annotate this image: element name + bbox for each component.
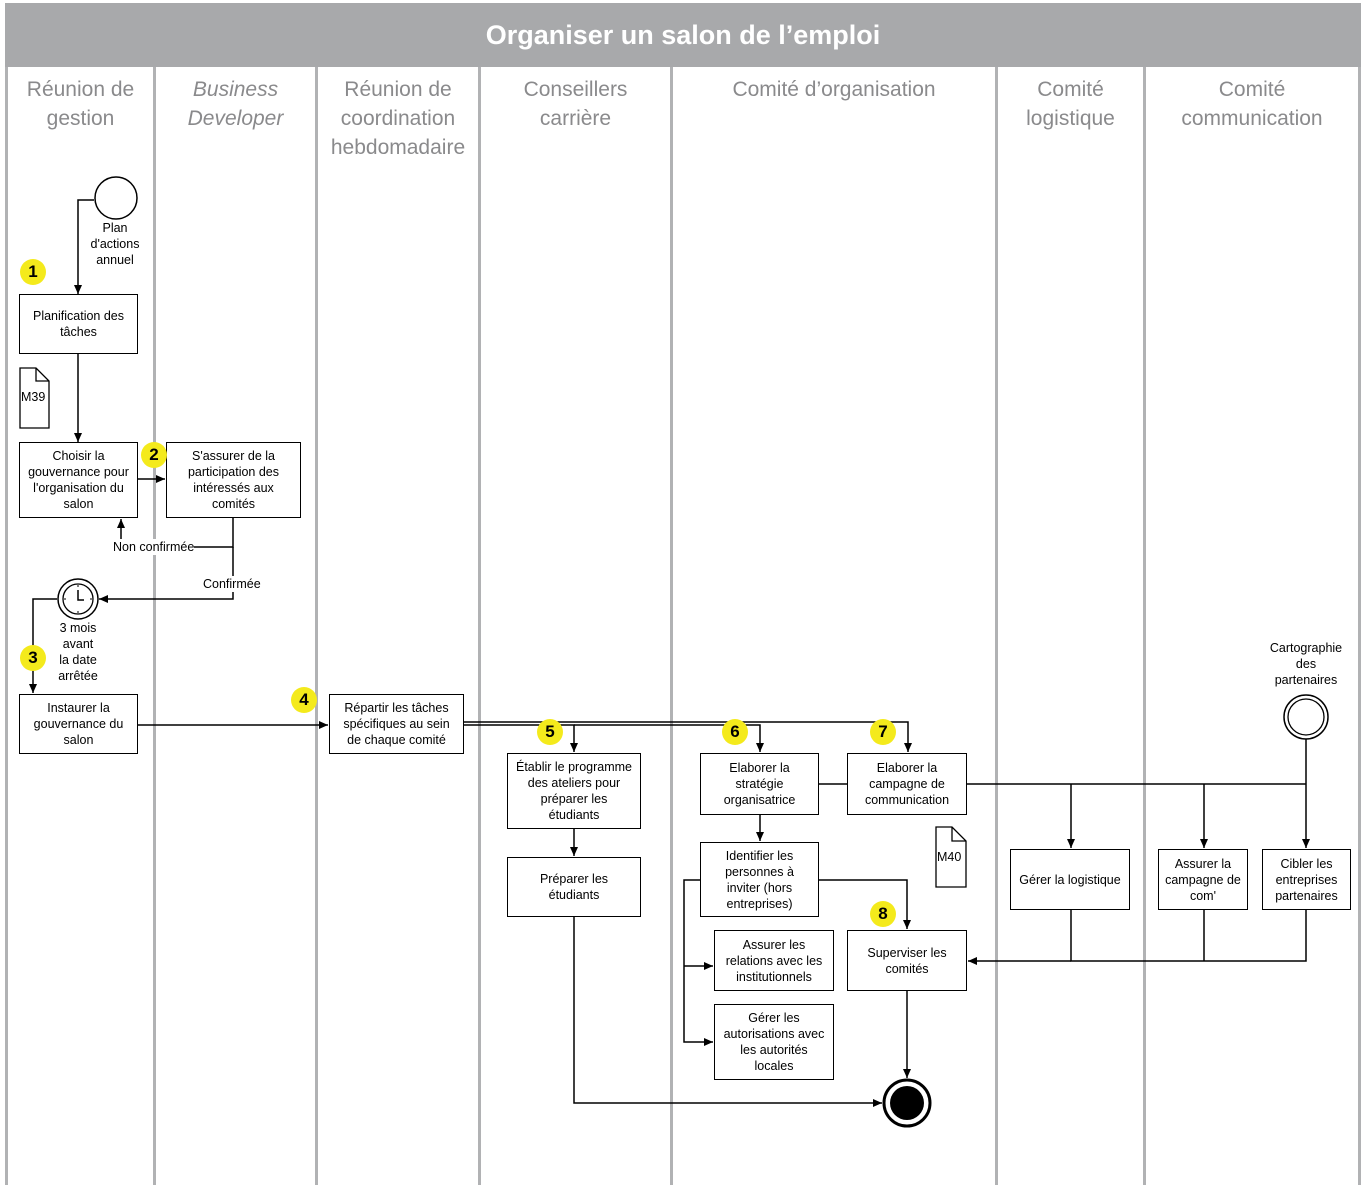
task-repartir-taches[interactable]: Répartir les tâches spécifiques au sein …	[329, 694, 464, 754]
flow-label-confirmee: Confirmée	[203, 576, 261, 592]
start-event-label: Plan d'actions annuel	[90, 221, 140, 267]
task-identifier-personnes[interactable]: Identifier les personnes à inviter (hors…	[700, 842, 819, 917]
task-etablir-programme[interactable]: Établir le programme des ateliers pour p…	[507, 753, 641, 829]
task-elaborer-strategie[interactable]: Elaborer la stratégie organisatrice	[700, 753, 819, 815]
flow-identifier-to-superviser	[818, 879, 911, 929]
flow-to-autorisations	[683, 879, 713, 1046]
diagram-title: Organiser un salon de l’emploi	[5, 3, 1361, 67]
flow-repartir-to-campagne	[463, 721, 912, 752]
end-event-icon	[882, 1078, 932, 1128]
task-choisir-gouvernance[interactable]: Choisir la gouvernance pour l'organisati…	[19, 442, 138, 518]
task-assurer-participation[interactable]: S'assurer de la participation des intére…	[166, 442, 301, 518]
step-badge: 5	[537, 719, 563, 745]
task-gerer-autorisations[interactable]: Gérer les autorisations avec les autorit…	[714, 1004, 834, 1080]
flow-start-to-planification	[74, 199, 94, 294]
lane-header: Business Developer	[187, 78, 284, 130]
lane-header: Comité d’organisation	[732, 78, 936, 101]
lane-header: Réunion de gestion	[26, 78, 135, 130]
document-m40-label: M40	[937, 850, 962, 864]
lane-header: Réunion de coordination hebdomadaire	[330, 78, 466, 159]
task-superviser-comites[interactable]: Superviser les comités	[847, 930, 967, 991]
lane-conseillers-carriere: Conseillers carrière	[478, 67, 670, 1185]
flow-confirmee	[99, 547, 234, 603]
lane-header: Conseillers carrière	[523, 78, 628, 130]
task-cibler-entreprises[interactable]: Cibler les entreprises partenaires	[1262, 849, 1351, 910]
task-assurer-campagne-com[interactable]: Assurer la campagne de com'	[1158, 849, 1248, 910]
timer-event-icon	[57, 578, 99, 620]
flow-preparer-to-end	[573, 917, 882, 1107]
flow-label-non-confirmee: Non confirmée	[113, 539, 195, 555]
task-gerer-logistique[interactable]: Gérer la logistique	[1010, 849, 1130, 910]
step-badge: 4	[291, 687, 317, 713]
lane-reunion-coordination: Réunion de coordination hebdomadaire	[315, 67, 478, 1185]
lane-comite-organisation: Comité d’organisation	[670, 67, 995, 1185]
step-badge: 8	[870, 901, 896, 927]
task-assurer-relations[interactable]: Assurer les relations avec les instituti…	[714, 930, 834, 991]
lane-header: Comité communication	[1181, 78, 1323, 130]
step-badge: 1	[20, 259, 46, 285]
step-badge: 7	[870, 719, 896, 745]
task-elaborer-campagne[interactable]: Elaborer la campagne de communication	[847, 753, 967, 815]
timer-event-label: 3 mois avant la date arrêtée	[58, 621, 98, 683]
partners-event-label: Cartographie des partenaires	[1269, 641, 1343, 687]
start-event-icon	[94, 176, 138, 220]
lane-comite-communication: Comité communication	[1143, 67, 1361, 1185]
task-planification[interactable]: Planification des tâches	[19, 294, 138, 354]
flow-repartir-to-strategie	[574, 724, 764, 752]
flow-returns-bus	[1070, 909, 1307, 962]
lane-business-developer: Business Developer	[153, 67, 315, 1185]
lane-header: Comité logistique	[1026, 78, 1115, 130]
step-badge: 6	[722, 719, 748, 745]
step-badge: 3	[20, 645, 46, 671]
lane-reunion-gestion: Réunion de gestion	[5, 67, 153, 1185]
partners-start-event-icon	[1283, 694, 1329, 740]
task-instaurer-gouvernance[interactable]: Instaurer la gouvernance du salon	[19, 694, 138, 754]
task-preparer-etudiants[interactable]: Préparer les étudiants	[507, 857, 641, 917]
document-m39-label: M39	[21, 390, 46, 404]
lane-comite-logistique: Comité logistique	[995, 67, 1143, 1185]
step-badge: 2	[141, 442, 167, 468]
